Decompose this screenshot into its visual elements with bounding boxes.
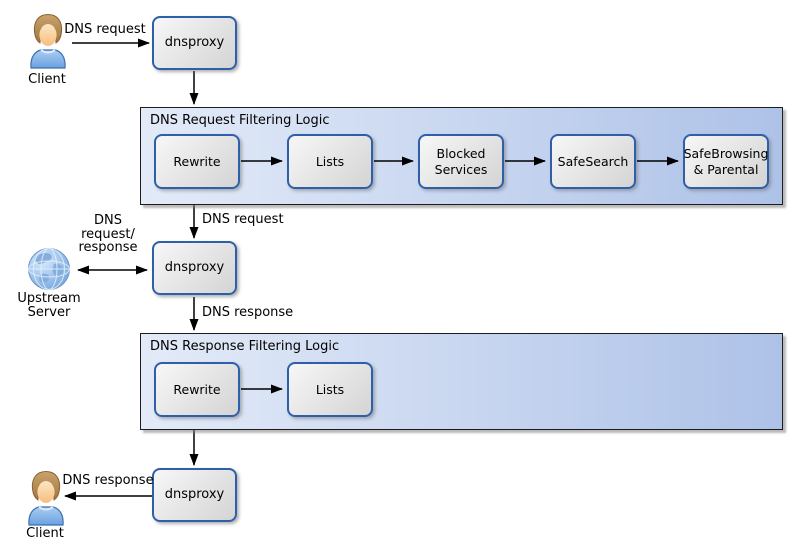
filter-box-rewrite-label: Rewrite: [173, 153, 221, 169]
response-filtering-container: DNS Response Filtering Logic Rewrite Lis…: [140, 333, 783, 430]
dnsproxy-bottom-label: dnsproxy: [164, 487, 225, 503]
upstream-server-label: Upstream Server: [3, 292, 95, 319]
request-filtering-title: DNS Request Filtering Logic: [150, 113, 330, 128]
filter-box-lists-label: Lists: [315, 153, 345, 169]
request-filter-arrows: [241, 156, 679, 166]
dnsproxy-bottom-node: dnsproxy: [152, 468, 237, 522]
client-person-icon-bottom: [28, 470, 64, 526]
client-top-label: Client: [28, 72, 66, 87]
dnsproxy-top-node: dnsproxy: [152, 16, 237, 70]
edge-label-dns-request-top: DNS request: [64, 22, 146, 37]
edge-label-dns-response-bottom: DNS response: [62, 473, 154, 488]
filter-box-lists: Lists: [287, 134, 373, 189]
dnsproxy-top-label: dnsproxy: [164, 35, 225, 51]
response-filtering-title: DNS Response Filtering Logic: [150, 339, 340, 354]
filter-box-safesearch-label: SafeSearch: [557, 153, 629, 169]
upstream-link-line3: response: [78, 240, 138, 256]
response-box-rewrite: Rewrite: [154, 362, 240, 417]
request-filtering-container: DNS Request Filtering Logic Rewrite List…: [140, 107, 783, 205]
filter-box-safebrowsing: SafeBrowsing & Parental: [683, 134, 769, 189]
upstream-link-line1: DNS: [94, 213, 122, 228]
dnsproxy-middle-node: dnsproxy: [152, 241, 237, 295]
edge-label-dns-request-mid: DNS request: [202, 212, 284, 227]
response-box-rewrite-label: Rewrite: [173, 381, 221, 397]
upstream-server-globe-icon: [28, 248, 70, 290]
upstream-link-line2: request/: [81, 226, 135, 242]
filter-box-blocked-services: Blocked Services: [418, 134, 504, 189]
filter-box-safebrowsing-label: SafeBrowsing & Parental: [683, 145, 769, 177]
edge-label-upstream-link: DNS request/ response: [68, 214, 148, 255]
response-box-lists: Lists: [287, 362, 373, 417]
response-filter-arrows: [241, 384, 283, 394]
edge-label-dns-response-mid: DNS response: [202, 305, 294, 320]
dnsproxy-middle-label: dnsproxy: [164, 260, 225, 276]
upstream-server-label-line1: Upstream: [17, 291, 81, 306]
filter-box-blocked-services-label: Blocked Services: [434, 145, 488, 177]
response-box-lists-label: Lists: [315, 381, 345, 397]
filter-box-safesearch: SafeSearch: [550, 134, 636, 189]
client-bottom-label: Client: [26, 526, 64, 541]
upstream-server-label-line2: Server: [27, 304, 71, 320]
client-person-icon: [30, 13, 66, 69]
filter-box-rewrite: Rewrite: [154, 134, 240, 189]
